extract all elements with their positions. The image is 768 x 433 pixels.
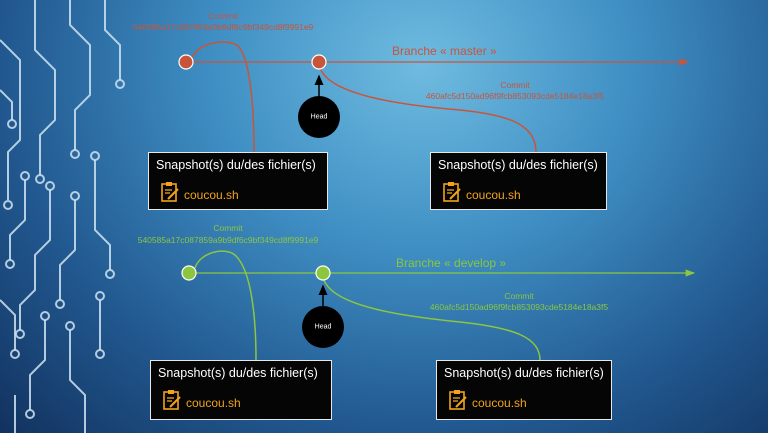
snapshot-title: Snapshot(s) du/des fichier(s) <box>156 158 316 172</box>
circuit-decoration <box>0 0 121 433</box>
snapshot-file: coucou.sh <box>448 389 527 416</box>
snapshot-file: coucou.sh <box>162 389 241 416</box>
develop-branch-label: Branche « develop » <box>396 256 507 270</box>
master-head-pointer[interactable] <box>298 96 340 138</box>
master-branch-label: Branche « master » <box>392 44 497 58</box>
develop-head-label: Head <box>314 323 332 331</box>
develop-commit1-node[interactable] <box>181 265 197 281</box>
develop-snapshot1-box[interactable]: Snapshot(s) du/des fichier(s) coucou.sh <box>150 360 332 420</box>
master-commit1-label: Commit <box>208 11 238 21</box>
master-head-label: Head <box>310 113 328 121</box>
snapshot-file-name: coucou.sh <box>472 395 527 410</box>
develop-commit2-node[interactable] <box>315 265 331 281</box>
master-commit1-node[interactable] <box>178 54 194 70</box>
circuit-nodes <box>3 79 125 419</box>
snapshot-file-name: coucou.sh <box>184 187 239 202</box>
master-snapshot1-box[interactable]: Snapshot(s) du/des fichier(s) coucou.sh <box>148 152 328 210</box>
master-commit1-connector <box>191 41 255 153</box>
develop-commit2-label: Commit <box>504 291 534 301</box>
clipboard-edit-icon <box>442 181 462 208</box>
snapshot-file-name: coucou.sh <box>186 395 241 410</box>
develop-commit1-label: Commit <box>213 223 243 233</box>
develop-snapshot2-box[interactable]: Snapshot(s) du/des fichier(s) coucou.sh <box>436 360 612 420</box>
snapshot-file: coucou.sh <box>160 181 239 208</box>
master-commit1-hash: 540585a17c087859a9b9df6c9bf349cd8f9991e9 <box>132 22 314 32</box>
develop-head-pointer[interactable] <box>302 306 344 348</box>
develop-commit1-hash: 540585a17c087859a9b9df6c9bf349cd8f9991e9 <box>137 235 319 245</box>
develop-commit2-connector <box>323 279 541 361</box>
clipboard-edit-icon <box>160 181 180 208</box>
develop-commit1-connector <box>194 250 257 361</box>
snapshot-title: Snapshot(s) du/des fichier(s) <box>158 366 318 380</box>
develop-commit2-hash: 460afc5d150ad96f9fcb853093cde5184e18a3f5 <box>429 302 609 312</box>
master-snapshot2-box[interactable]: Snapshot(s) du/des fichier(s) coucou.sh <box>430 152 607 210</box>
master-commit2-connector <box>319 67 537 153</box>
snapshot-file-name: coucou.sh <box>466 187 521 202</box>
clipboard-edit-icon <box>162 389 182 416</box>
clipboard-edit-icon <box>448 389 468 416</box>
snapshot-file: coucou.sh <box>442 181 521 208</box>
snapshot-title: Snapshot(s) du/des fichier(s) <box>444 366 604 380</box>
snapshot-title: Snapshot(s) du/des fichier(s) <box>438 158 598 172</box>
master-commit2-node[interactable] <box>311 54 327 70</box>
master-commit2-label: Commit <box>500 80 530 90</box>
master-commit2-hash: 460afc5d150ad96f9fcb853093cde5184e18a3f5 <box>425 91 605 101</box>
